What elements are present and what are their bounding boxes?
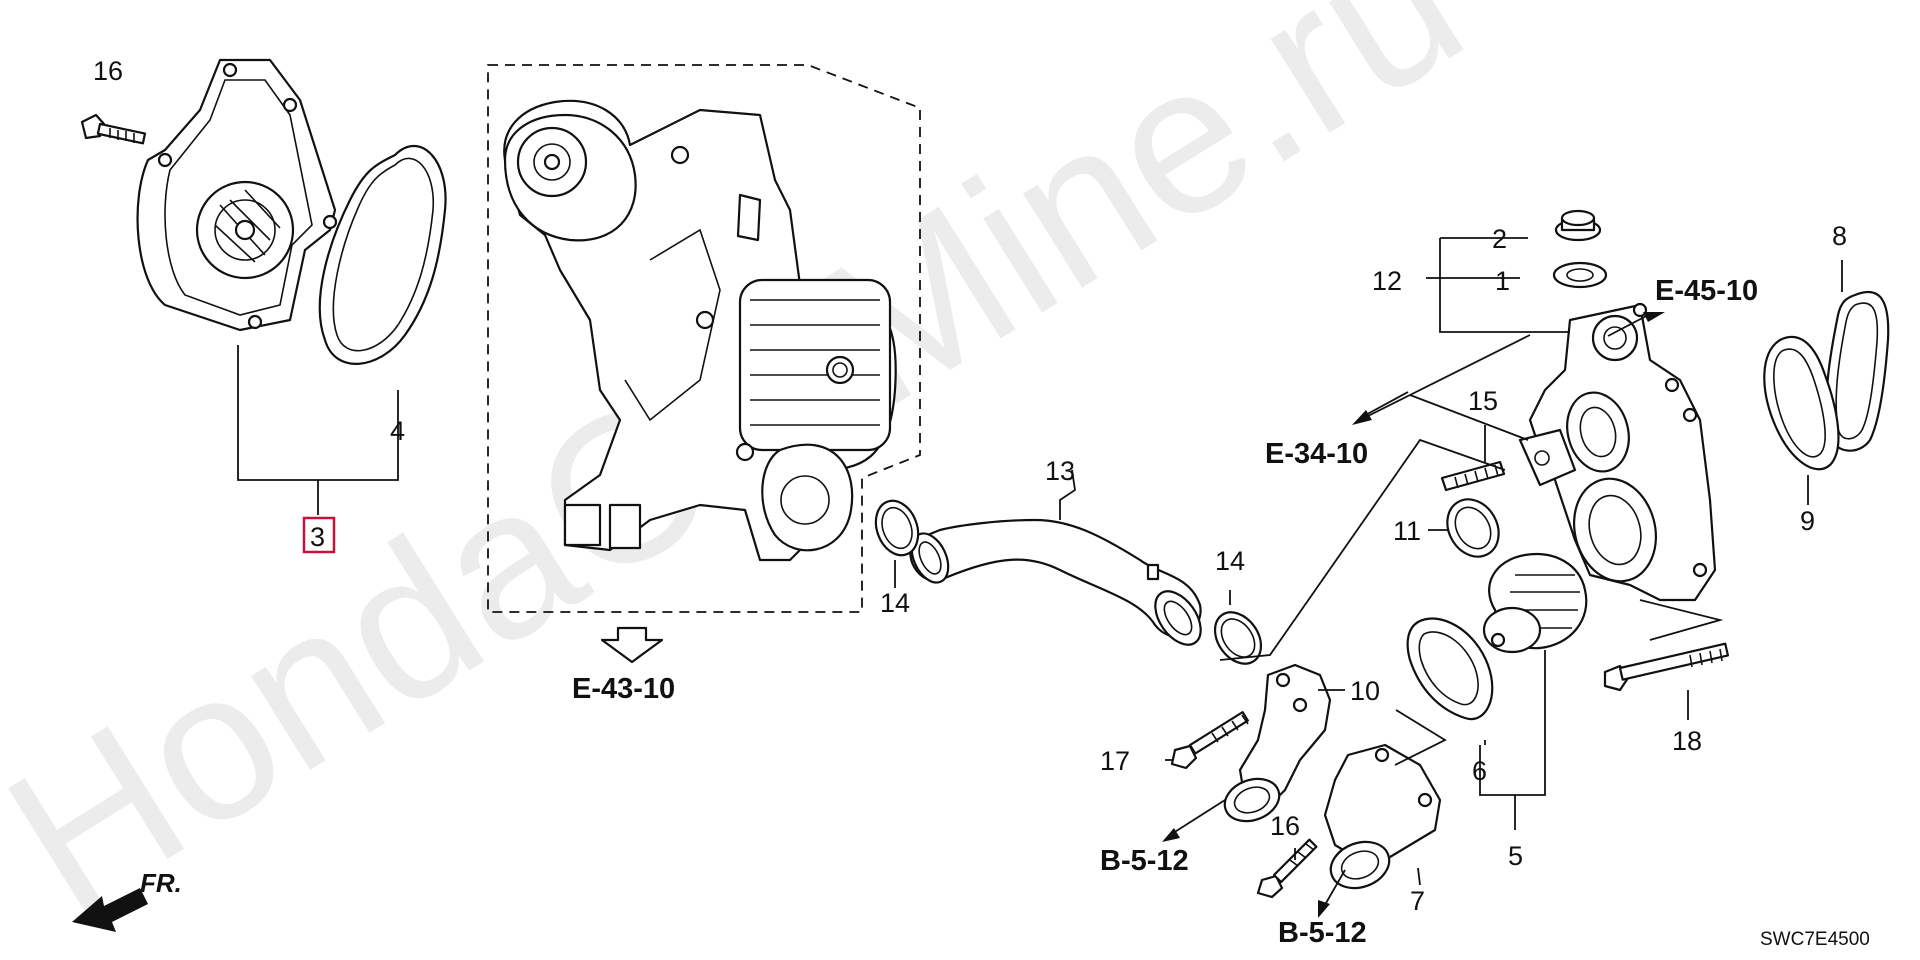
- arrow-e45: [1643, 312, 1665, 322]
- water-hose-13[interactable]: [905, 518, 1210, 653]
- arrow-b5-lower: [1318, 900, 1330, 918]
- thermostat-cover-7[interactable]: [1323, 743, 1442, 896]
- arrow-down-e43: [600, 626, 664, 664]
- front-direction-arrow: FR.: [72, 868, 182, 932]
- assembly-3-highlight: [302, 516, 336, 554]
- bolt-18[interactable]: [1603, 642, 1730, 692]
- bolt-16-lower[interactable]: [1256, 838, 1318, 899]
- pump-gasket-4[interactable]: [318, 144, 447, 365]
- arrow-e34: [1352, 410, 1372, 425]
- callout-15: 15: [1468, 386, 1498, 416]
- callout-3: 3: [310, 522, 325, 552]
- ref-b-5-12-lower[interactable]: B-5-12: [1278, 917, 1367, 949]
- callout-14-left: 14: [880, 588, 910, 618]
- callout-14-right: 14: [1215, 546, 1245, 576]
- housing-dashed-outline: [487, 64, 921, 613]
- water-pump-assembly[interactable]: [136, 58, 338, 332]
- o-ring-14-left[interactable]: [869, 495, 926, 561]
- arrow-b5-upper: [1162, 828, 1180, 842]
- thermostat-5[interactable]: [1482, 552, 1588, 654]
- ref-e-45-10[interactable]: E-45-10: [1655, 275, 1758, 307]
- front-marker-label: FR.: [140, 868, 182, 898]
- callout-18: 18: [1672, 726, 1702, 756]
- oil-filter-housing[interactable]: [503, 99, 897, 562]
- o-ring-14-right[interactable]: [1206, 604, 1271, 673]
- o-ring-11[interactable]: [1437, 490, 1509, 566]
- stud-bolt-15[interactable]: [1440, 460, 1506, 492]
- callout-6: 6: [1472, 756, 1487, 786]
- callout-16-lower: 16: [1270, 811, 1300, 841]
- callout-4: 4: [390, 416, 405, 446]
- thermostat-gasket-6[interactable]: [1406, 617, 1494, 721]
- callout-17: 17: [1100, 746, 1130, 776]
- ref-e-43-10[interactable]: E-43-10: [572, 673, 675, 705]
- drain-plug-2[interactable]: [1554, 209, 1602, 242]
- diagram-code: SWC7E4500: [1760, 929, 1870, 950]
- callout-11: 11: [1393, 516, 1421, 546]
- callout-10: 10: [1350, 676, 1380, 706]
- callout-16-upper: 16: [93, 56, 123, 86]
- callout-2: 2: [1492, 224, 1507, 254]
- thermostat-housing[interactable]: [1518, 302, 1717, 602]
- callout-7: 7: [1410, 886, 1425, 916]
- sealing-washer-1[interactable]: [1552, 261, 1608, 289]
- callout-8: 8: [1832, 221, 1847, 251]
- callout-13: 13: [1045, 456, 1075, 486]
- callout-12: 12: [1372, 266, 1402, 296]
- gasket-8[interactable]: [1825, 290, 1890, 452]
- ref-e-34-10[interactable]: E-34-10: [1265, 438, 1368, 470]
- ref-b-5-12-upper[interactable]: B-5-12: [1100, 845, 1189, 877]
- gasket-9[interactable]: [1763, 335, 1840, 471]
- bolt-17[interactable]: [1170, 711, 1249, 770]
- callout-1: 1: [1495, 266, 1510, 296]
- callout-5: 5: [1508, 841, 1523, 871]
- water-outlet-10[interactable]: [1219, 663, 1332, 828]
- bolt-16-upper[interactable]: [80, 113, 147, 145]
- callout-9: 9: [1800, 506, 1815, 536]
